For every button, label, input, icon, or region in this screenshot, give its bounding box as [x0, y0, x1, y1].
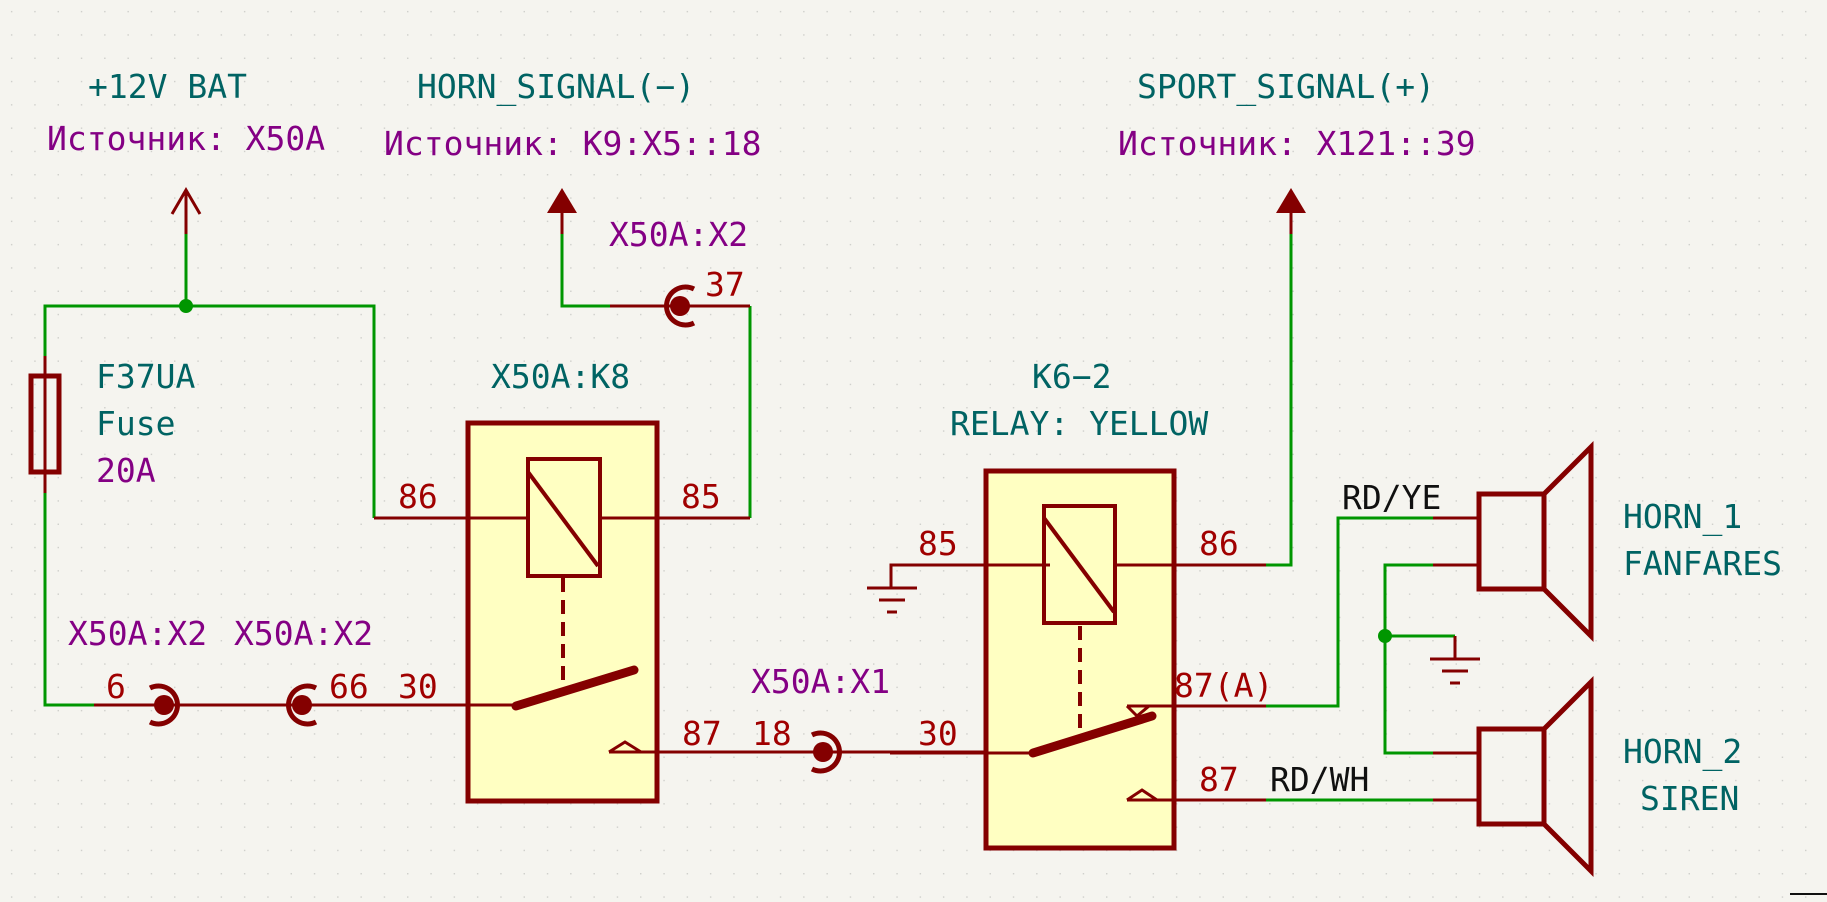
connector-label: X50A:X2: [68, 614, 207, 653]
power-label-bat[interactable]: +12V BAT Источник: X50A: [47, 67, 325, 234]
power-arrow-filled-icon: [1276, 188, 1306, 234]
connector-label: X50A:X2: [234, 614, 373, 653]
power-label-horn-signal-name: HORN_SIGNAL(−): [417, 67, 695, 107]
relay-k8-reference: X50A:K8: [491, 357, 630, 396]
connector-pin: 37: [705, 265, 745, 304]
power-label-sport-signal-source: Источник: X121::39: [1118, 124, 1476, 163]
connector-pin: 18: [752, 714, 792, 753]
fuse-reference: F37UA: [96, 357, 195, 396]
power-label-horn-signal-source: Источник: K9:X5::18: [384, 124, 762, 163]
relay-k8-pin-87: 87: [682, 714, 722, 753]
junction-dot: [179, 299, 193, 313]
power-label-horn-signal[interactable]: HORN_SIGNAL(−) Источник: K9:X5::18: [384, 67, 762, 234]
relay-switch-icon: [511, 665, 639, 711]
horn-speaker-icon: [1476, 440, 1594, 643]
connector-x2-66[interactable]: X50A:X2 66: [234, 614, 470, 727]
wires: [43, 234, 1455, 802]
relay-coil-icon: [1042, 504, 1117, 625]
relay-contact-icon: [608, 740, 642, 754]
relay-contact-icon: [1126, 788, 1158, 802]
connector-pin: 66: [329, 667, 369, 706]
connector-socket-icon: [148, 683, 180, 727]
relay-k6-pin-30: 30: [918, 714, 958, 753]
wire-horn-signal[interactable]: [560, 234, 610, 308]
relay-k6-value: RELAY: YELLOW: [950, 404, 1208, 443]
wire-sport-signal[interactable]: [1266, 234, 1293, 567]
ground-icon: [1430, 636, 1480, 685]
horn-2-name: HORN_2: [1623, 732, 1742, 772]
fuse-f37ua[interactable]: F37UA Fuse 20A: [28, 356, 195, 493]
fuse-type: Fuse: [96, 404, 175, 443]
wire-fuse-bottom[interactable]: [43, 493, 94, 707]
wire-rd-ye[interactable]: [1266, 516, 1433, 708]
relay-k6-pin-87: 87: [1199, 760, 1239, 799]
relay-k6-reference: K6−2: [1032, 357, 1111, 396]
connector-x2-37[interactable]: X50A:X2 37: [609, 215, 750, 328]
connector-socket-icon: [810, 730, 842, 774]
connector-socket-icon: [286, 683, 318, 727]
horn-speaker-icon: [1476, 675, 1594, 878]
fuse-icon: [28, 373, 62, 475]
wire-horn-ground[interactable]: [1383, 563, 1433, 755]
connector-x2-6[interactable]: X50A:X2 6: [68, 614, 280, 727]
relay-k6[interactable]: K6−2 RELAY: YELLOW 85 86 30 87(A) 87: [867, 357, 1273, 851]
horn-2[interactable]: HORN_2 SIREN: [1433, 675, 1742, 878]
power-label-sport-signal[interactable]: SPORT_SIGNAL(+) Источник: X121::39: [1118, 67, 1476, 234]
horn-1-type: FANFARES: [1623, 544, 1782, 583]
horn-2-type: SIREN: [1640, 779, 1739, 818]
wire-bat-bus[interactable]: [43, 304, 376, 518]
relay-k8-pin-30: 30: [398, 667, 438, 706]
wire-label-rd-ye: RD/YE: [1342, 478, 1441, 517]
connector-label: X50A:X1: [751, 662, 890, 701]
wire-label-rd-wh: RD/WH: [1270, 760, 1369, 799]
relay-k6-pin-87a: 87(A): [1174, 666, 1273, 705]
connector-pin: 6: [106, 667, 126, 706]
power-label-bat-name: +12V BAT: [88, 67, 247, 106]
power-label-sport-signal-name: SPORT_SIGNAL(+): [1137, 67, 1435, 107]
relay-switch-icon: [1028, 711, 1157, 758]
relay-k8-pin-85: 85: [681, 477, 721, 516]
ground-icon: [867, 563, 1050, 614]
relay-k8[interactable]: X50A:K8 86 85 30 87: [374, 357, 810, 804]
horn-1[interactable]: HORN_1 FANFARES: [1433, 440, 1782, 643]
power-arrow-open-icon: [170, 187, 202, 234]
connector-socket-icon: [664, 284, 696, 328]
relay-k8-pin-86: 86: [398, 477, 438, 516]
power-arrow-filled-icon: [547, 188, 577, 234]
junction-dot: [1378, 629, 1392, 643]
horn-1-name: HORN_1: [1623, 497, 1742, 537]
power-label-bat-source: Источник: X50A: [47, 119, 325, 158]
relay-coil-icon: [526, 457, 602, 578]
relay-k6-pin-85: 85: [918, 524, 958, 563]
connector-label: X50A:X2: [609, 215, 748, 254]
relay-k6-pin-86: 86: [1199, 524, 1239, 563]
fuse-value: 20A: [96, 451, 156, 490]
relay-contact-nc-icon: [1125, 704, 1154, 719]
